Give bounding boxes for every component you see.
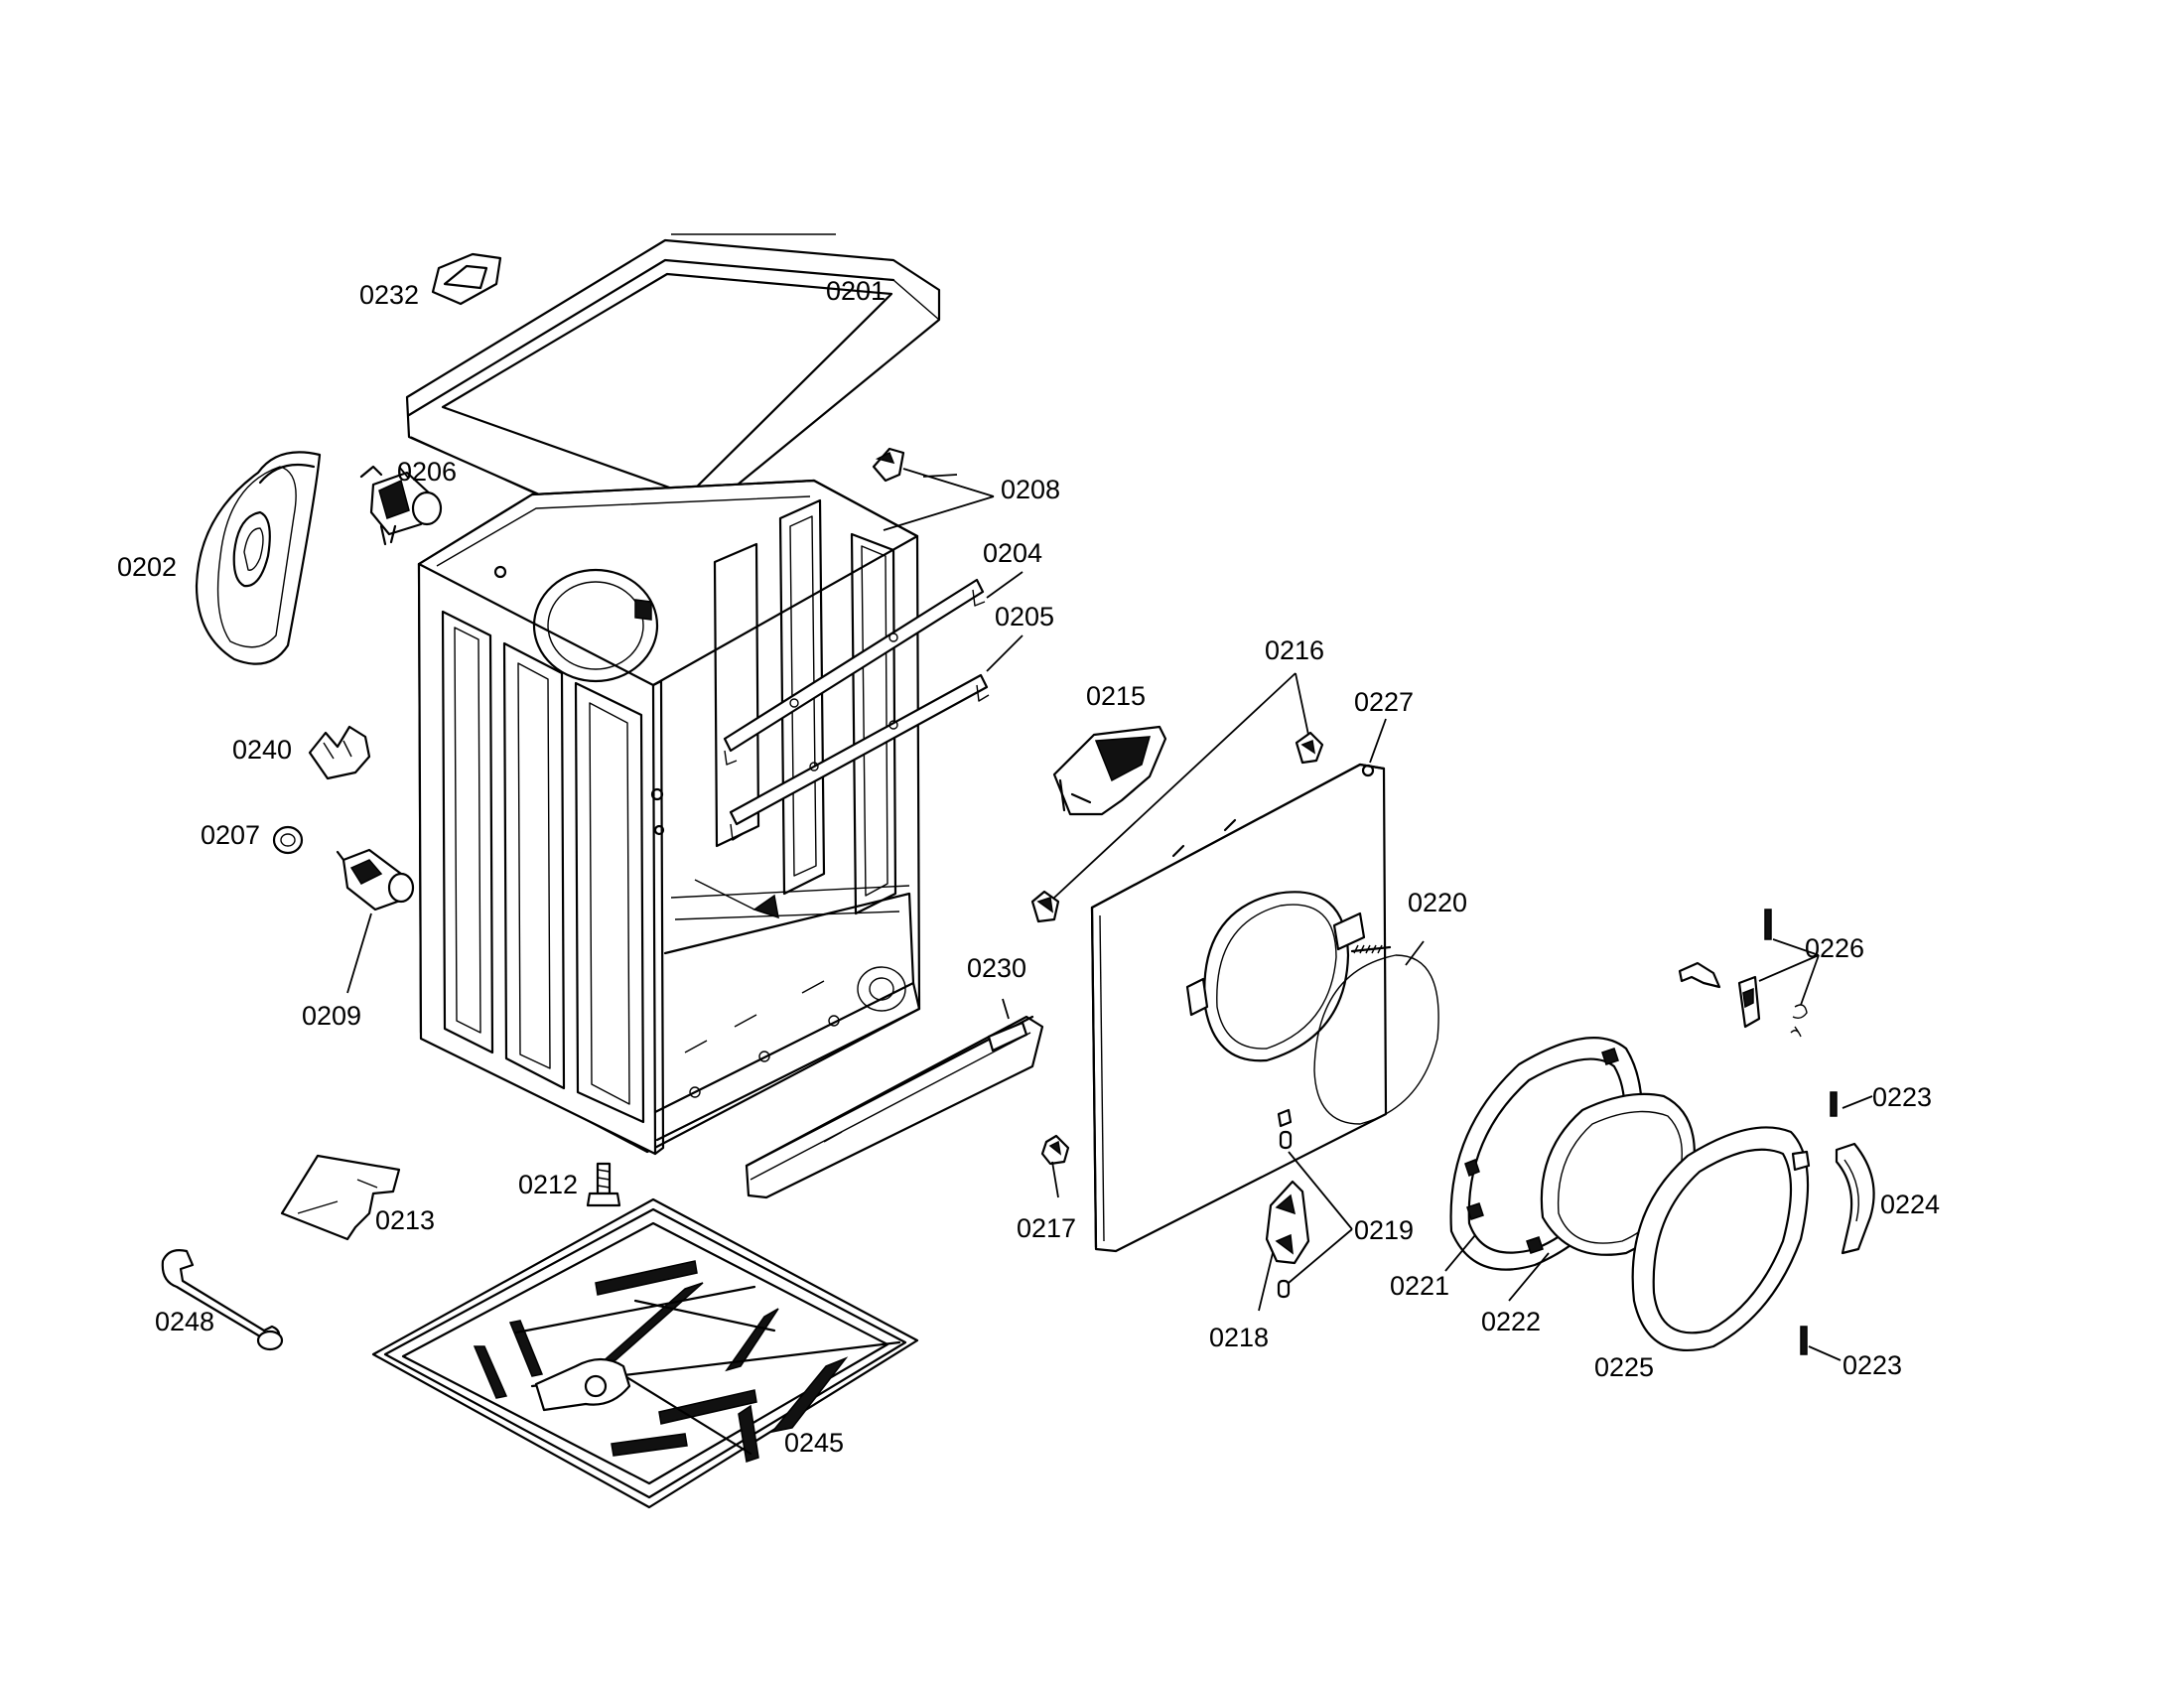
part-0207-cap <box>272 825 304 855</box>
label-0224: 0224 <box>1880 1190 1940 1219</box>
label-0226: 0226 <box>1805 933 1864 963</box>
label-0206: 0206 <box>397 457 457 487</box>
label-0212: 0212 <box>518 1170 578 1199</box>
label-0230: 0230 <box>967 953 1026 983</box>
part-0204-rail <box>723 578 986 766</box>
label-0219: 0219 <box>1354 1215 1414 1245</box>
label-0220: 0220 <box>1408 888 1467 917</box>
part-0223-pin <box>1800 1091 1838 1355</box>
label-0222: 0222 <box>1481 1307 1541 1336</box>
part-0220-door-seal-ring <box>1313 944 1439 1125</box>
label-0218: 0218 <box>1209 1323 1269 1352</box>
label-0240: 0240 <box>232 735 292 765</box>
part-0232-handle <box>431 252 502 306</box>
part-0218-hinge <box>1265 1180 1310 1265</box>
part-0213-plate <box>280 1154 401 1241</box>
label-0248: 0248 <box>155 1307 214 1336</box>
label-0223-upper: 0223 <box>1872 1082 1932 1112</box>
part-0230-bottom-panel <box>745 1015 1044 1199</box>
part-number-labels: 0201 0232 0206 0208 0202 0204 0205 0216 … <box>117 276 1940 1458</box>
label-0213: 0213 <box>375 1205 435 1235</box>
part-0248-wrench <box>161 1249 284 1351</box>
part-0201-top-panel <box>405 233 941 543</box>
part-0225-door-outer-ring <box>1631 1126 1811 1351</box>
part-0224-door-handle <box>1835 1142 1875 1255</box>
label-0205: 0205 <box>995 602 1054 632</box>
part-0209-valve <box>336 848 415 912</box>
part-0212-foot <box>586 1162 621 1207</box>
label-0202: 0202 <box>117 552 177 582</box>
label-0209: 0209 <box>302 1001 361 1031</box>
label-0223-lower: 0223 <box>1843 1350 1902 1380</box>
part-0216-clip <box>1030 890 1060 923</box>
label-0208: 0208 <box>1001 475 1060 504</box>
label-0221: 0221 <box>1390 1271 1449 1301</box>
part-0202-rear-cover <box>195 451 322 665</box>
part-0208-clip <box>872 447 905 483</box>
part-0245-base-plate <box>371 1197 919 1509</box>
part-0240-bracket <box>308 725 371 780</box>
part-0215-door-lock <box>1052 725 1167 816</box>
part-0217-screw <box>1040 1134 1070 1166</box>
label-0225: 0225 <box>1594 1352 1654 1382</box>
part-0205-rail <box>729 673 990 841</box>
label-0207: 0207 <box>201 820 260 850</box>
label-0216: 0216 <box>1265 635 1324 665</box>
part-0219-pin <box>1277 1130 1293 1299</box>
part-0216-clip <box>1295 731 1324 765</box>
label-0215: 0215 <box>1086 681 1146 711</box>
label-0201: 0201 <box>826 276 886 306</box>
leader-lines <box>346 466 1873 1361</box>
label-0232: 0232 <box>359 280 419 310</box>
label-0217: 0217 <box>1017 1213 1076 1243</box>
part-0227-front-panel <box>1090 763 1388 1253</box>
label-0245: 0245 <box>784 1428 844 1458</box>
part-0226-hinge-set <box>1678 909 1808 1038</box>
cabinet-frame <box>417 479 921 1156</box>
part-0206-valve <box>359 465 443 546</box>
label-0204: 0204 <box>983 538 1042 568</box>
label-0227: 0227 <box>1354 687 1414 717</box>
